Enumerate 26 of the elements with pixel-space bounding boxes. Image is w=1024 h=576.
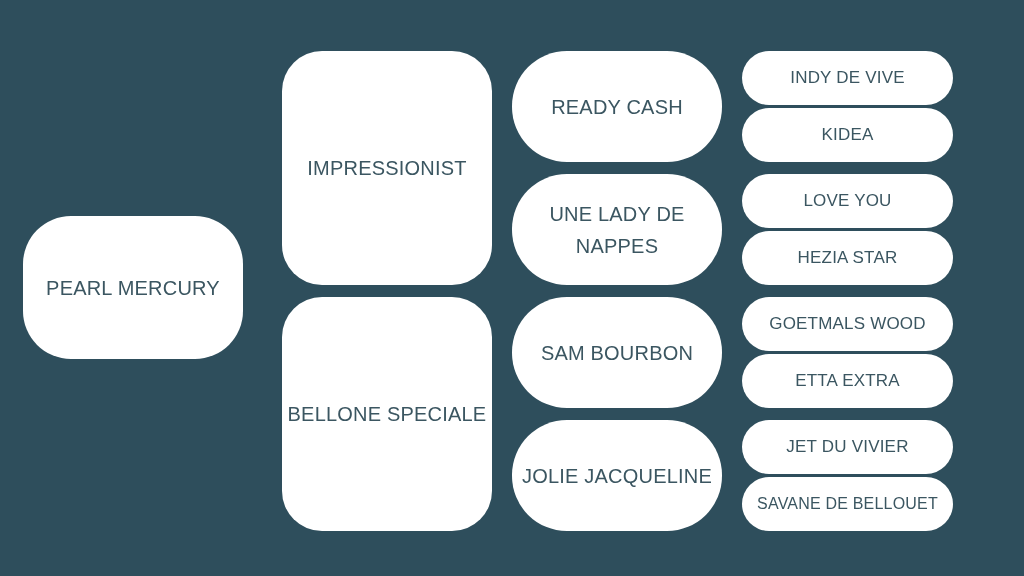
horse-name: ETTA EXTRA bbox=[795, 370, 900, 393]
rounded-box bbox=[742, 420, 953, 474]
horse-name: INDY DE VIVE bbox=[790, 67, 905, 90]
horse-name: SAVANE DE BELLOUET bbox=[757, 494, 938, 515]
horse-name: PEARL MERCURY bbox=[46, 275, 220, 301]
rounded-box bbox=[282, 297, 492, 531]
horse-name: JOLIE JACQUELINE bbox=[522, 463, 712, 489]
rounded-box bbox=[742, 51, 953, 105]
rounded-box bbox=[742, 297, 953, 351]
horse-name: HEZIA STAR bbox=[797, 247, 898, 270]
horse-name: LOVE YOU bbox=[803, 190, 892, 213]
rounded-box bbox=[742, 354, 953, 408]
horse-name: IMPRESSIONIST bbox=[307, 156, 467, 181]
rounded-box bbox=[282, 51, 492, 285]
horse-name: GOETMALS WOOD bbox=[769, 313, 926, 336]
horse-name: JET DU VIVIER bbox=[786, 436, 909, 459]
horse-name: BELLONE SPECIALE bbox=[287, 402, 487, 427]
horse-name: KIDEA bbox=[821, 124, 874, 147]
horse-name: UNE LADY DE NAPPES bbox=[548, 201, 686, 259]
horse-name: SAM BOURBON bbox=[540, 340, 694, 366]
horse-name: READY CASH bbox=[551, 94, 683, 120]
rounded-box bbox=[742, 231, 953, 285]
rounded-box bbox=[23, 216, 243, 359]
rounded-box bbox=[742, 108, 953, 162]
rounded-box bbox=[742, 477, 953, 531]
rounded-box bbox=[742, 174, 953, 228]
